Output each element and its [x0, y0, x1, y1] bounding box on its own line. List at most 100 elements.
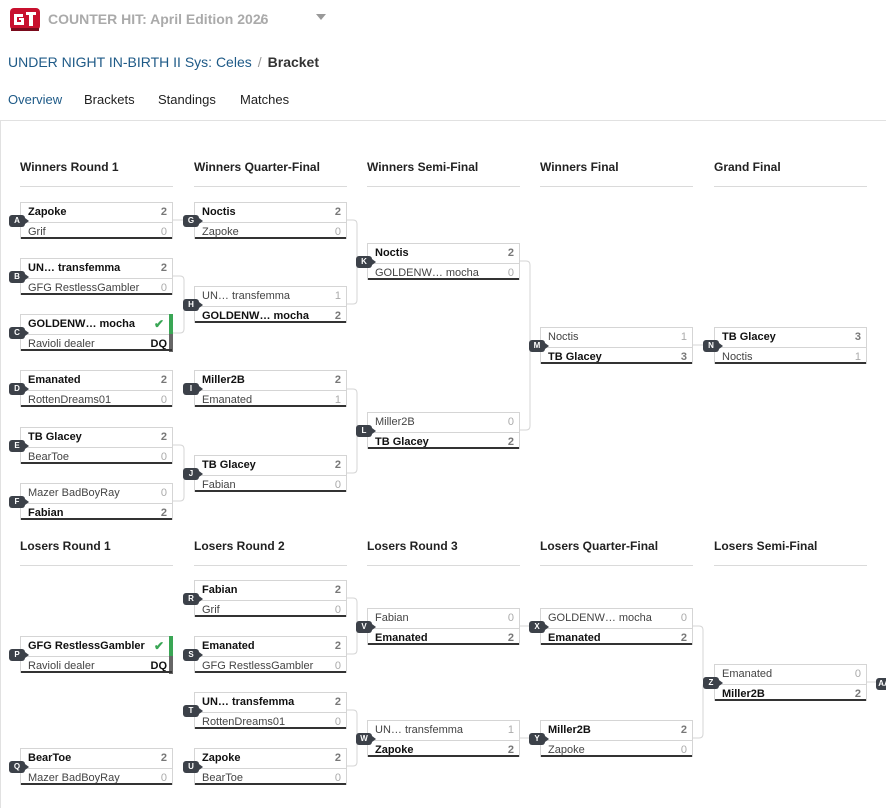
chevron-down-icon[interactable] [316, 14, 326, 20]
match-label-d[interactable]: D [9, 383, 29, 395]
match-label-j[interactable]: J [183, 468, 203, 480]
match-label-c[interactable]: C [9, 327, 29, 339]
tab-standings[interactable]: Standings [158, 92, 216, 107]
tab-brackets[interactable]: Brackets [84, 92, 135, 107]
counter-hit-logo[interactable] [9, 5, 41, 33]
match-label-q[interactable]: Q [9, 761, 29, 773]
match-label-y[interactable]: Y [529, 733, 549, 745]
match-label-u[interactable]: U [183, 761, 203, 773]
match-label-m[interactable]: M [529, 340, 549, 352]
match-label-x[interactable]: X [529, 621, 549, 633]
match-label-r[interactable]: R [183, 593, 203, 605]
tab-overview[interactable]: Overview [8, 92, 63, 107]
match-label-k[interactable]: K [356, 256, 376, 268]
breadcrumb-game-link[interactable]: UNDER NIGHT IN-BIRTH II Sys: Celes [8, 54, 252, 70]
match-label-b[interactable]: B [9, 271, 29, 283]
tab-matches[interactable]: Matches [240, 92, 290, 107]
match-label-t[interactable]: T [183, 705, 203, 717]
match-label-n[interactable]: N [703, 340, 723, 352]
match-player-row[interactable]: GOLDENW… mocha✔ [21, 315, 172, 335]
match-label-w[interactable]: W [356, 733, 376, 745]
match-label-v[interactable]: V [356, 621, 376, 633]
match-label-g[interactable]: G [183, 215, 203, 227]
match-label-i[interactable]: I [183, 383, 203, 395]
match-label-z[interactable]: Z [703, 677, 723, 689]
match-label-f[interactable]: F [9, 496, 29, 508]
match-label-aa[interactable]: AA [876, 678, 886, 690]
event-title[interactable]: COUNTER HIT: April Edition 2026 [48, 11, 269, 27]
match-label-s[interactable]: S [183, 649, 203, 661]
match-label-h[interactable]: H [183, 299, 203, 311]
match-label-a[interactable]: A [9, 215, 29, 227]
match-label-l[interactable]: L [356, 425, 376, 437]
match-player-row[interactable]: GFG RestlessGambler✔ [21, 637, 172, 657]
match-label-e[interactable]: E [9, 440, 29, 452]
